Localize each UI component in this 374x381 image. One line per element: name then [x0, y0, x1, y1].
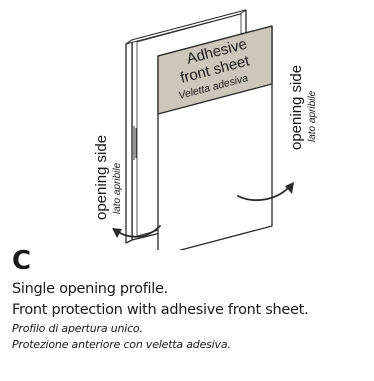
caption-line-1: Single opening profile. [12, 281, 168, 297]
right-opening-arrow-icon [237, 182, 294, 202]
left-opening-arrow-icon [112, 225, 161, 238]
caption-italic-line-2: Protezione anteriore con veletta adesiva… [12, 338, 231, 351]
adhesive-front-sheet [157, 25, 273, 115]
caption-letter: C [12, 246, 32, 276]
door-illustration: Adhesive front sheet Veletta adesiva ope… [93, 9, 318, 250]
front-protection-panel [157, 25, 273, 250]
caption-italic-line-1: Profilo di apertura unico. [12, 322, 143, 335]
right-opening-side-italic: lato apribile [307, 90, 318, 142]
caption-line-2: Front protection with adhesive front she… [12, 302, 309, 318]
left-opening-label: opening side lato apribile [93, 135, 123, 220]
right-opening-label: opening side lato apribile [288, 65, 318, 150]
left-opening-side-italic: lato apribile [112, 162, 123, 214]
left-opening-side-text: opening side [93, 135, 110, 220]
latch-detail [133, 126, 137, 160]
caption-block: C Single opening profile. Front protecti… [12, 246, 368, 353]
right-opening-side-text: opening side [288, 65, 305, 150]
